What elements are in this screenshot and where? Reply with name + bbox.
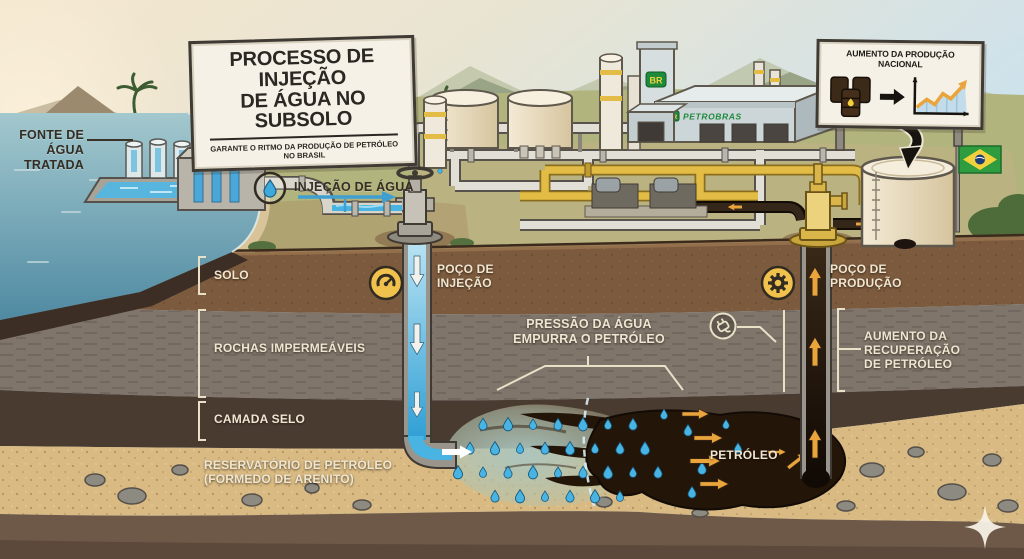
label-soil: SOLO [214,268,249,282]
gear-icon [760,265,796,301]
title-billboard: PROCESSO DE INJEÇÃO DE ÁGUA NO SUBSOLO G… [188,34,418,173]
reservoir-pebbles [84,446,1019,518]
label-water-pressure: PRESSÃO DA ÁGUA EMPURRA O PETRÓLEO [513,317,665,346]
label-recovery-increase: AUMENTO DA RECUPERAÇÃO DE PETRÓLEO [864,329,961,372]
label-seal-layer: CAMADA SELO [214,412,306,426]
water-drop-icon [253,171,287,205]
label-oil: PETRÓLEO [710,448,778,462]
billboard-title: PROCESSO DE INJEÇÃO DE ÁGUA NO SUBSOLO [229,45,375,133]
tower-logo-text: BR [650,76,663,86]
factory-building: BR BR PETROBRAS [625,41,836,144]
plug-icon [709,312,737,340]
production-billboard: AUMENTO DA PRODUÇÃO NACIONAL [815,38,985,131]
injection-wellhead [387,166,443,245]
production-wellhead [789,163,848,248]
billboard-subtitle: GARANTE O RITMO DA PRODUÇÃO DE PETRÓLEO … [209,133,399,163]
label-oil-reservoir: RESERVATÓRIO DE PETRÓLEO (FORMEDO DE ARE… [204,458,393,487]
sparkle-icon [964,505,1006,549]
injection-well [401,231,472,469]
gauge-icon [368,265,404,301]
injection-direction-arrow [298,191,396,212]
factory-logo-text: PETROBRAS [683,112,742,122]
growth-chart-icon [912,77,969,117]
label-production-well: POÇO DE PRODUÇÃO [830,262,902,291]
stratum-impermeable-rock [0,304,1024,401]
pump-units [584,177,708,218]
label-water-injection: INJEÇÃO DE ÁGUA [294,180,414,194]
brazil-flag [955,139,1002,233]
label-injection-well: POÇO DE INJEÇÃO [437,262,494,291]
waterfront-dashed-line [582,397,596,507]
water-feed-pipe [265,175,402,217]
label-impermeable-rocks: ROCHAS IMPERMEÁVEIS [214,341,366,355]
production-billboard-title: AUMENTO DA PRODUÇÃO NACIONAL [846,48,955,70]
production-well [800,231,832,488]
callout-lines [198,256,861,441]
oil-barrels-icon [830,76,871,118]
label-water-source: FONTE DE ÁGUA TRATADA [19,128,84,172]
stratum-basement [0,511,1024,559]
arrow-right-icon [879,88,905,105]
